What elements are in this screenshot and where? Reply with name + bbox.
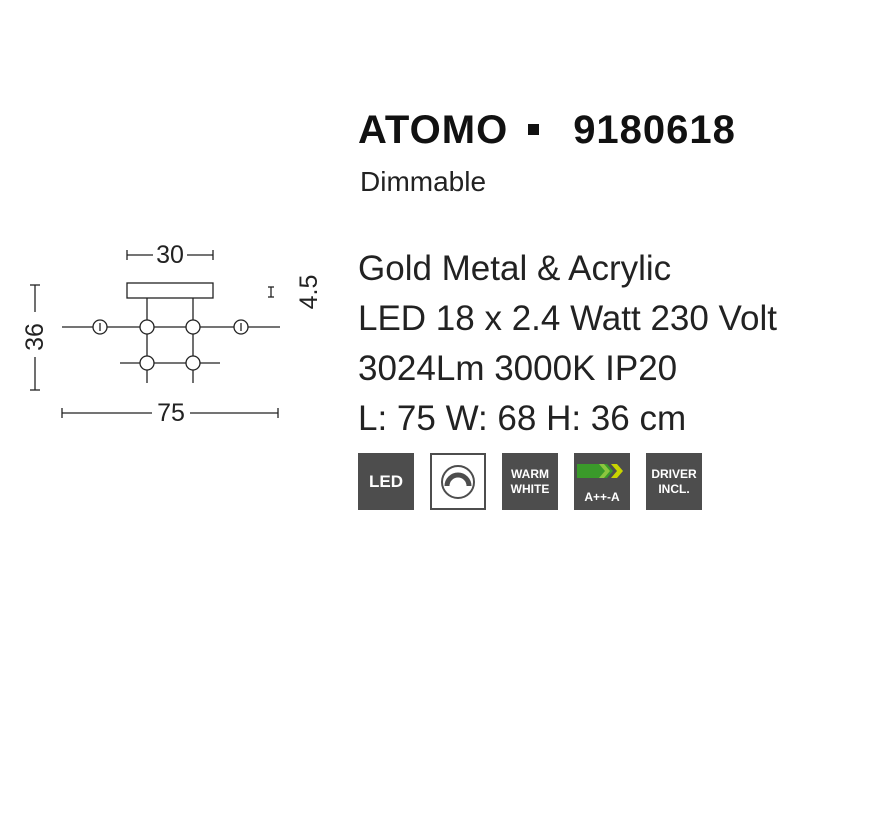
warm-white-badge: WARM WHITE (502, 453, 558, 510)
energy-class-badge: A++-A (574, 453, 630, 510)
energy-class-label: A++-A (584, 490, 620, 504)
dim-total-height: 36 (21, 323, 49, 351)
spec-power: LED 18 x 2.4 Watt 230 Volt (358, 299, 777, 338)
dim-canopy-width: 30 (156, 241, 184, 269)
title-separator (528, 123, 540, 135)
spec-list: Gold Metal & Acrylic LED 18 x 2.4 Watt 2… (358, 244, 777, 444)
feature-badges: LED WARM WHITE A++-A DRIVER INCL. (358, 453, 718, 510)
spec-light: 3024Lm 3000K IP20 (358, 349, 678, 388)
product-feature: Dimmable (360, 166, 487, 197)
led-badge: LED (358, 453, 414, 510)
product-title: ATOMO 9180618 (358, 108, 736, 153)
warm-white-line2: WHITE (510, 481, 550, 496)
driver-line1: DRIVER (651, 466, 697, 481)
driver-included-badge: DRIVER INCL. (646, 453, 702, 510)
dim-canopy-height: 4.5 (295, 275, 323, 310)
spec-material: Gold Metal & Acrylic (358, 249, 672, 288)
dimmer-icon (430, 453, 486, 510)
energy-arrows-icon (577, 464, 623, 478)
spec-size: L: 75 W: 68 H: 36 cm (358, 399, 687, 438)
driver-line2: INCL. (658, 481, 690, 496)
dim-total-length: 75 (157, 399, 185, 427)
warm-white-line1: WARM (510, 466, 549, 481)
technical-drawing: 30 75 4.5 36 (21, 241, 323, 427)
product-code: 9180618 (573, 108, 736, 152)
product-name: ATOMO (358, 108, 509, 152)
